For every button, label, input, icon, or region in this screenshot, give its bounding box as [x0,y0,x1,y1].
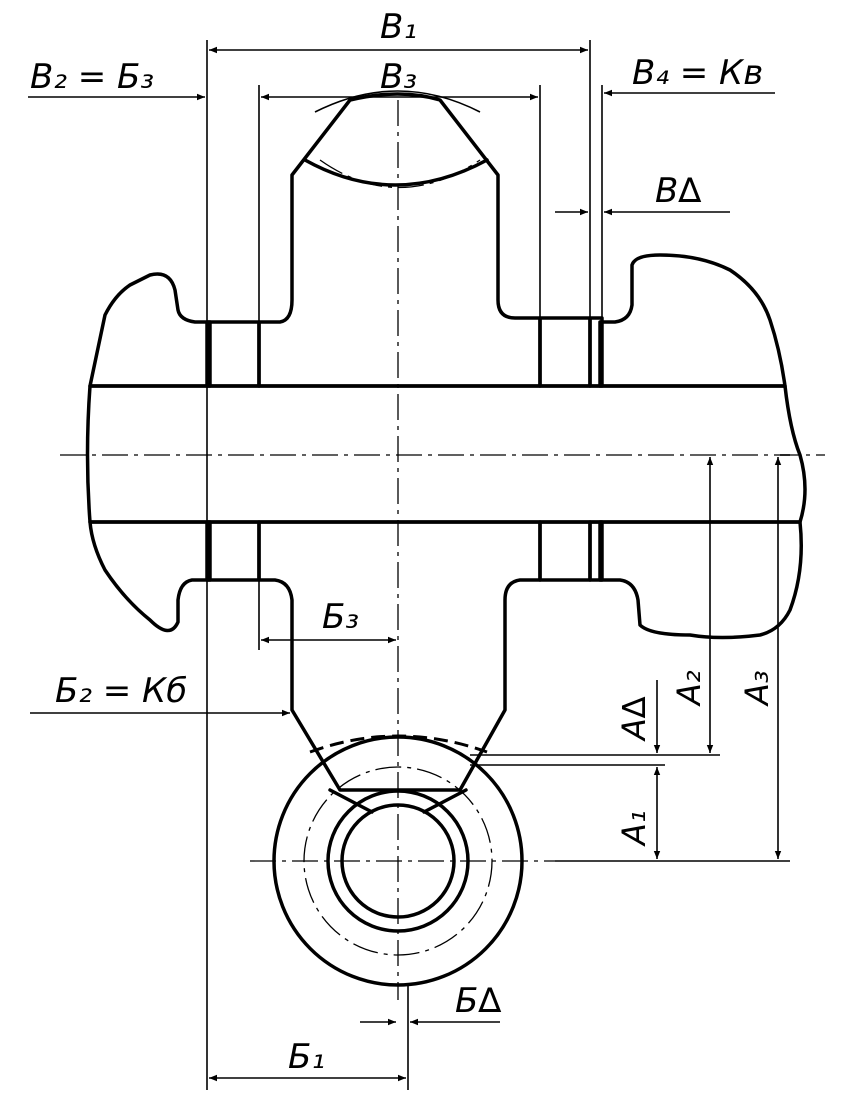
label-a-delta: А∆ [615,696,653,742]
housing-section [88,253,803,640]
dimension-lines [28,46,782,1082]
right-spacer [538,316,592,582]
left-spacer [205,320,261,582]
label-a3: А₃ [738,670,776,707]
label-b2-b3: В₂ = Б₃ [30,57,154,97]
label-bb3: Б₃ [322,597,359,637]
label-b-delta: В∆ [655,171,701,211]
label-bb1: Б₁ [288,1037,325,1077]
label-b3: В₃ [380,57,417,97]
label-b1: В₁ [380,7,417,47]
label-a2: А₂ [670,670,708,707]
shaft [85,384,807,524]
worm-wheel [257,92,542,792]
label-a1: А₁ [615,810,653,847]
extension-lines [206,40,790,1090]
labels: В₁ В₂ = Б₃ В₃ В₄ = Кв В∆ Б₃ Б₂ = Кб Б∆ Б… [30,7,776,1077]
label-bb2-kb: Б₂ = Кб [55,671,187,711]
label-b4-kb: В₄ = Кв [632,53,763,93]
label-bb-delta: Б∆ [455,981,501,1021]
